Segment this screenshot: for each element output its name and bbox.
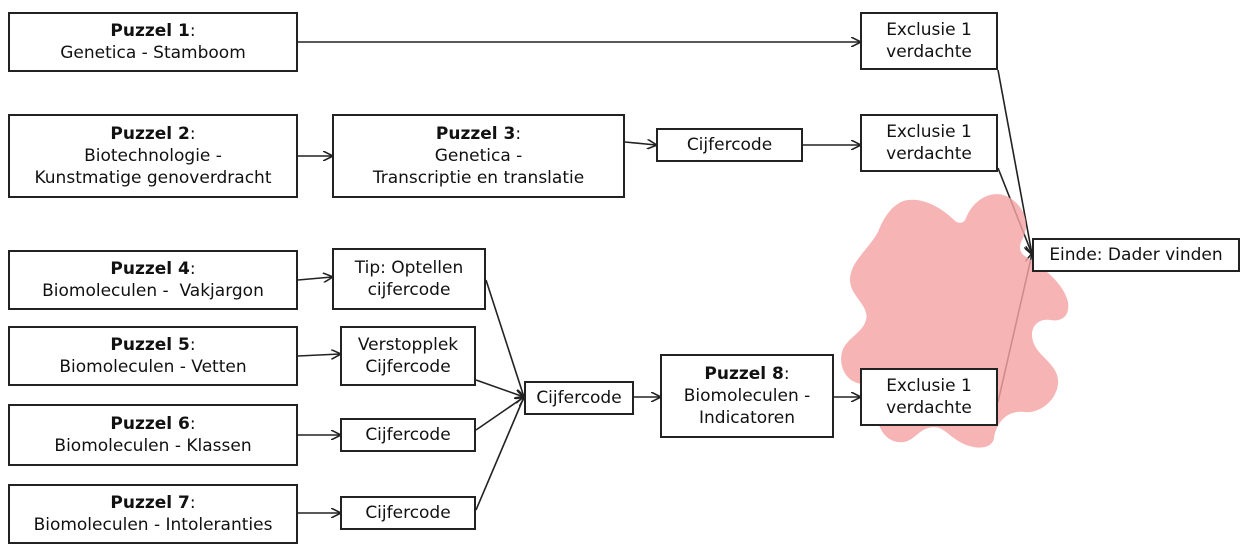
node-line: Tip: Optellen xyxy=(354,258,464,278)
node-line: Transcriptie en translatie xyxy=(372,168,585,188)
node-title: Puzzel 7: xyxy=(110,492,195,514)
node-line: cijfercode xyxy=(367,280,451,300)
node-line: Genetica - xyxy=(434,146,523,166)
arrow-ex1-end xyxy=(997,69,1032,254)
node-line: Biomoleculen - Vetten xyxy=(59,357,247,377)
node-title: Puzzel 5: xyxy=(110,334,195,356)
node-line: Verstopplek xyxy=(357,335,459,355)
puzzle-8-box: Puzzel 8:Biomoleculen -Indicatoren xyxy=(660,354,834,438)
node-title-colon: : xyxy=(189,124,196,144)
node-title-colon: : xyxy=(189,414,196,434)
node-title-colon: : xyxy=(189,21,196,41)
node-line: Cijfercode xyxy=(686,135,773,155)
cijfercode-box-6: Cijfercode xyxy=(340,418,476,452)
node-line: Biomoleculen - Intoleranties xyxy=(33,515,273,535)
node-title: Puzzel 2: xyxy=(110,123,195,145)
node-line: Biomoleculen - Klassen xyxy=(54,436,252,456)
node-title-text: Puzzel 5 xyxy=(110,335,190,355)
node-title-text: Puzzel 4 xyxy=(110,259,190,279)
node-title: Puzzel 8: xyxy=(704,363,789,385)
puzzle-3-box: Puzzel 3:Genetica -Transcriptie en trans… xyxy=(332,114,625,198)
cijfercode-merge-box: Cijfercode xyxy=(524,381,634,415)
node-line: verdachte xyxy=(886,144,972,164)
node-title-colon: : xyxy=(783,364,790,384)
puzzle-5-box: Puzzel 5:Biomoleculen - Vetten xyxy=(8,326,298,386)
puzzle-2-box: Puzzel 2:Biotechnologie -Kunstmatige gen… xyxy=(8,114,298,198)
node-title-text: Puzzel 8 xyxy=(704,364,784,384)
node-line: Biotechnologie - xyxy=(84,146,222,166)
node-title-colon: : xyxy=(189,259,196,279)
puzzle-1-box: Puzzel 1:Genetica - Stamboom xyxy=(8,12,298,72)
node-line: Biomoleculen - xyxy=(683,386,811,406)
arrow-tip-mid xyxy=(485,279,524,397)
node-line: verdachte xyxy=(886,42,972,62)
node-title: Puzzel 3: xyxy=(436,123,521,145)
cijfercode-box-7: Cijfercode xyxy=(340,496,476,530)
arrow-code7-mid xyxy=(475,397,524,511)
einde-box: Einde: Dader vinden xyxy=(1032,238,1240,272)
node-line: Exclusie 1 xyxy=(886,122,972,142)
cijfercode-box-3: Cijfercode xyxy=(656,128,803,162)
node-line: Einde: Dader vinden xyxy=(1049,245,1223,265)
node-title-colon: : xyxy=(189,493,196,513)
node-title-colon: : xyxy=(515,124,522,144)
node-title: Puzzel 1: xyxy=(110,20,195,42)
node-title-text: Puzzel 3 xyxy=(435,124,516,144)
node-line: verdachte xyxy=(886,398,972,418)
puzzle-7-box: Puzzel 7:Biomoleculen - Intoleranties xyxy=(8,484,298,544)
arrow-p5-hide xyxy=(297,354,340,356)
node-line: Genetica - Stamboom xyxy=(60,43,246,63)
node-line: Biomoleculen - Vakjargon xyxy=(42,281,264,301)
node-line: Exclusie 1 xyxy=(886,376,972,396)
node-title-text: Puzzel 2 xyxy=(110,124,190,144)
node-title: Puzzel 6: xyxy=(110,413,195,435)
node-line: Cijfercode xyxy=(365,357,451,377)
puzzle-6-box: Puzzel 6:Biomoleculen - Klassen xyxy=(8,404,298,466)
arrow-p3-code xyxy=(624,142,656,145)
arrow-hide-mid xyxy=(475,379,524,397)
node-title-colon: : xyxy=(189,335,196,355)
node-line: Cijfercode xyxy=(365,503,451,523)
node-title-text: Puzzel 6 xyxy=(110,414,190,434)
node-title-text: Puzzel 1 xyxy=(110,21,190,41)
node-title-text: Puzzel 7 xyxy=(110,493,190,513)
node-line: Cijfercode xyxy=(536,388,622,408)
arrow-p4-tip xyxy=(297,277,332,280)
node-title: Puzzel 4: xyxy=(110,258,195,280)
node-line: Exclusie 1 xyxy=(886,20,972,40)
node-line: Cijfercode xyxy=(365,425,451,445)
puzzle-4-box: Puzzel 4:Biomoleculen - Vakjargon xyxy=(8,250,298,310)
node-line: Kunstmatige genoverdracht xyxy=(34,168,272,188)
node-line: Indicatoren xyxy=(699,408,795,428)
